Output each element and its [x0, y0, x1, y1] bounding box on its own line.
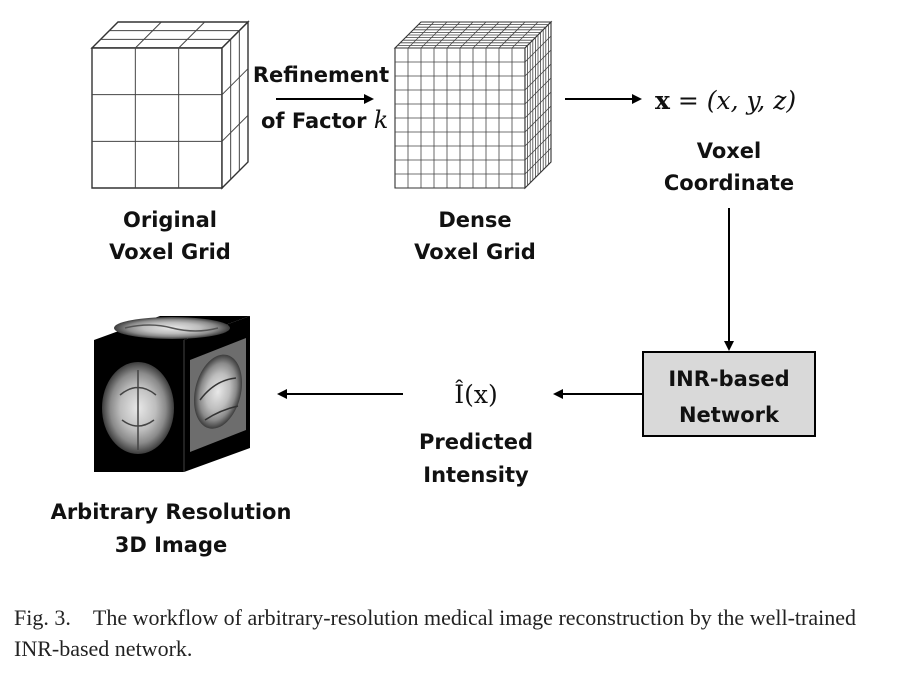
- dense-grid-label-line2: Voxel Grid: [414, 240, 536, 264]
- original-grid-label-line1: Original: [123, 208, 217, 232]
- predicted-label-line1: Predicted: [419, 430, 533, 454]
- caption-number: Fig. 3.: [14, 605, 71, 630]
- predicted-label-line2: Intensity: [423, 463, 529, 487]
- voxel-coordinate-label-line2: Coordinate: [664, 171, 794, 195]
- network-label-line1: INR-based: [668, 367, 789, 391]
- output-label-line2: 3D Image: [115, 533, 228, 557]
- caption-text: The workflow of arbitrary-resolution med…: [14, 605, 856, 661]
- refinement-label: Refinement: [253, 63, 389, 87]
- inr-network-box: [642, 351, 816, 437]
- predicted-intensity-symbol: Î(x): [454, 380, 497, 409]
- network-label-line2: Network: [679, 403, 780, 427]
- dense-voxel-grid-cube: [393, 20, 553, 190]
- brain-mri-cube: [94, 316, 250, 472]
- figure-caption: Fig. 3.The workflow of arbitrary-resolut…: [14, 602, 856, 664]
- dense-grid-label-line1: Dense: [438, 208, 511, 232]
- original-voxel-grid-cube: [90, 20, 250, 190]
- factor-label: of Factor k: [261, 106, 388, 134]
- coordinate-formula: x = (x, y, z): [655, 86, 796, 115]
- voxel-coordinate-label-line1: Voxel: [697, 139, 762, 163]
- original-grid-label-line2: Voxel Grid: [109, 240, 231, 264]
- output-label-line1: Arbitrary Resolution: [51, 500, 292, 524]
